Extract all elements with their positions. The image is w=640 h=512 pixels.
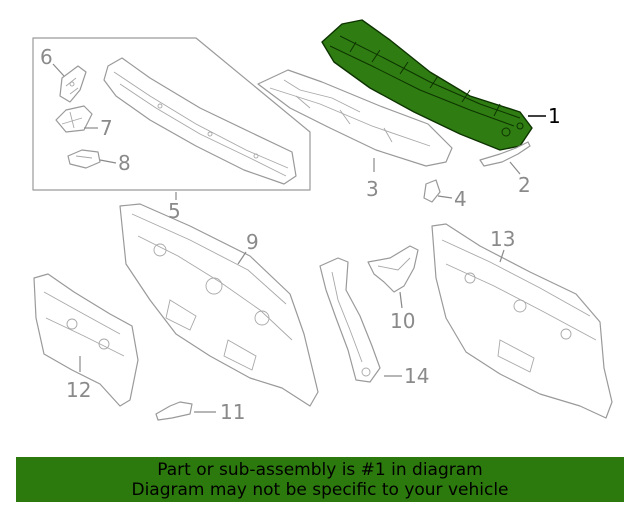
part-9-dash-panel[interactable] [119,203,319,407]
part-8-clip[interactable] [67,149,101,169]
callout-13: 13 [490,227,515,251]
callout-7: 7 [100,116,113,140]
callout-3: 3 [366,177,379,201]
leader-8 [99,159,117,164]
callout-8: 8 [118,151,131,175]
callout-9: 9 [246,230,259,254]
leader-9 [237,251,247,265]
callout-14: 14 [404,364,429,388]
subassembly-frame [32,37,311,191]
leader-2 [509,161,521,175]
part-12-insulator[interactable] [33,273,139,407]
part-1-cowl-top-vent[interactable] [321,19,533,151]
callout-10: 10 [390,309,415,333]
callout-12: 12 [66,378,91,402]
banner-line-1: Part or sub-assembly is #1 in diagram [157,460,483,480]
part-5-cowl-beam[interactable] [103,57,297,185]
leader-13 [499,249,505,263]
info-banner: Part or sub-assembly is #1 in diagram Di… [16,457,624,502]
part-2-seal[interactable] [479,141,531,167]
callout-2: 2 [518,173,531,197]
part-6-bracket[interactable] [59,65,87,103]
callout-6: 6 [40,45,53,69]
callout-11: 11 [220,400,245,424]
callout-1: 1 [548,104,561,128]
parts-diagram: 1 2 3 4 5 6 7 8 9 10 11 12 13 14 [32,19,613,424]
banner-line-2: Diagram may not be specific to your vehi… [131,480,509,500]
leader-6 [52,63,65,77]
leader-4 [437,195,453,199]
part-14-brace[interactable] [319,257,381,383]
part-3-cowl-panel[interactable] [257,69,453,167]
callout-5: 5 [168,199,181,223]
callout-4: 4 [454,187,467,211]
part-10-bracket[interactable] [367,245,419,293]
part-11-bracket[interactable] [155,401,193,421]
part-7-bracket[interactable] [55,105,93,133]
part-13-dash-insulator[interactable] [431,223,613,419]
leader-10 [399,291,403,309]
part-4-clip[interactable] [423,179,441,203]
